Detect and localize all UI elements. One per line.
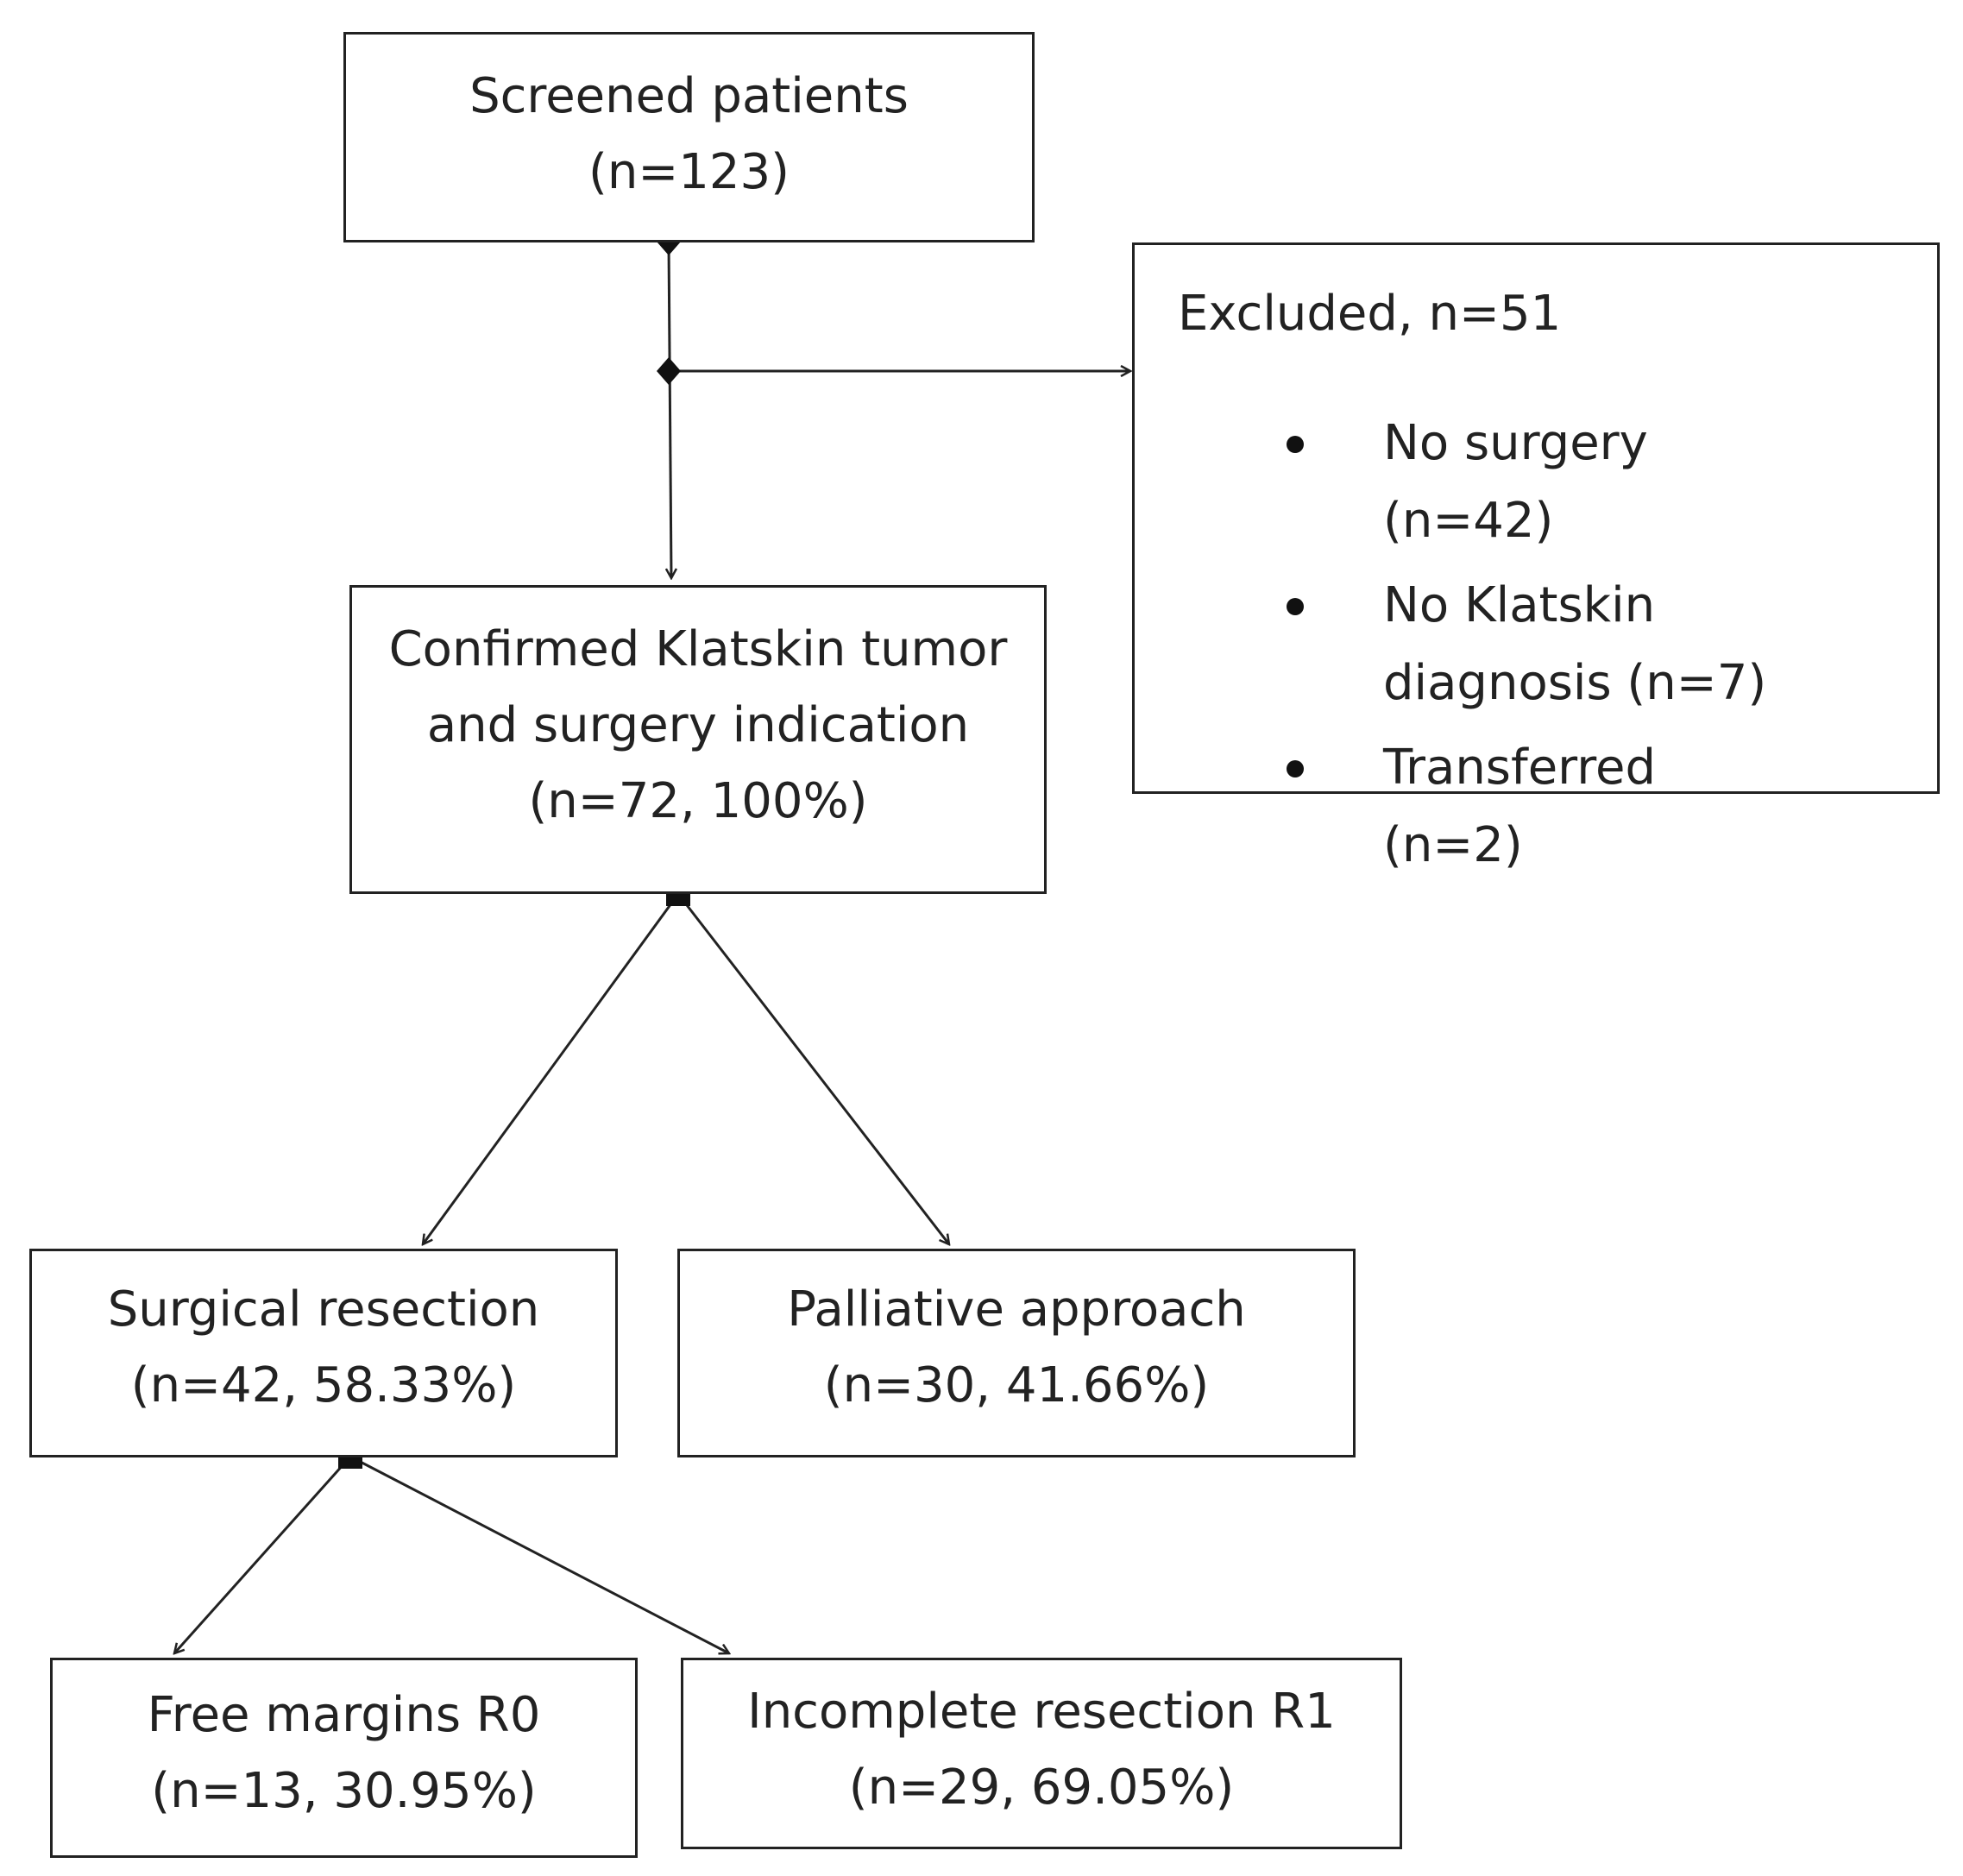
palliative-approach-title: Palliative approach [787,1281,1246,1338]
connector-screened-to-confirmed [669,241,671,578]
exclusion-reason-text: Transferred (n=2) [1383,740,1656,873]
incomplete-resection-r1-count: (n=29, 69.05%) [848,1760,1235,1816]
incomplete-resection-r1-title: Incomplete resection R1 [747,1684,1336,1740]
connector-surgical-to-r0 [174,1455,352,1653]
palliative-approach-box: Palliative approach (n=30, 41.66%) [677,1249,1356,1457]
connector-confirmed-to-palliative [676,893,949,1244]
bullet-icon [1287,598,1304,615]
exclusion-reason-text: No surgery (n=42) [1383,415,1648,549]
screened-patients-title: Screened patients [469,68,909,124]
confirmed-count: (n=72, 100%) [528,773,868,829]
confirmed-klatskin-box: Confirmed Klatskin tumor and surgery ind… [349,585,1047,894]
confirmed-line-1: Confirmed Klatskin tumor [388,621,1008,677]
excluded-title: Excluded, n=51 [1178,286,1562,342]
excluded-box: Excluded, n=51 No surgery (n=42) No Klat… [1132,242,1940,873]
surgical-resection-title: Surgical resection [107,1281,540,1338]
surgical-resection-box: Surgical resection (n=42, 58.33%) [29,1249,618,1457]
connector-diamond-split [657,357,681,385]
exclusion-reason-text: No Klatskin diagnosis (n=7) [1383,577,1767,711]
screened-patients-count: (n=123) [588,144,790,200]
exclusion-reason-item: No Klatskin diagnosis (n=7) [1135,567,1780,722]
connector-surgical-to-r1 [349,1455,729,1653]
palliative-approach-count: (n=30, 41.66%) [823,1357,1210,1413]
connector-confirmed-to-surgical [423,893,680,1244]
exclusion-reason-item: No surgery (n=42) [1135,405,1780,560]
free-margins-r0-title: Free margins R0 [147,1687,541,1743]
exclusion-reason-item: Transferred (n=2) [1135,729,1780,884]
screened-patients-box: Screened patients (n=123) [343,32,1035,242]
surgical-resection-count: (n=42, 58.33%) [130,1357,517,1413]
free-margins-r0-box: Free margins R0 (n=13, 30.95%) [50,1658,638,1858]
incomplete-resection-r1-box: Incomplete resection R1 (n=29, 69.05%) [681,1658,1402,1849]
exclusion-reasons-list: No surgery (n=42) No Klatskin diagnosis … [1135,405,1780,891]
bullet-icon [1287,436,1304,453]
bullet-icon [1287,760,1304,777]
confirmed-line-2: and surgery indication [426,697,970,753]
free-margins-r0-count: (n=13, 30.95%) [151,1763,537,1819]
